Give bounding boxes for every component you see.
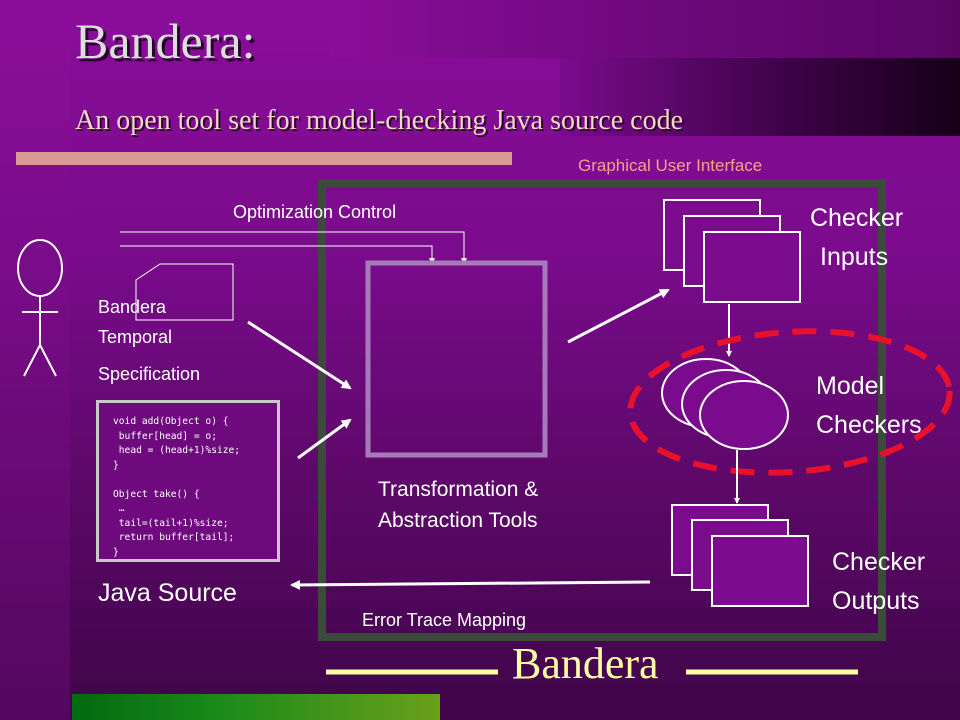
spec-label-line-3: Specification: [98, 364, 201, 384]
code-line: …: [113, 503, 125, 514]
spec-to-tools-arrow: [247, 320, 352, 390]
checker-inputs-pages-icon: [663, 199, 801, 303]
gui-label: Graphical User Interface: [578, 156, 763, 175]
model-checkers-line-2: Checkers: [816, 411, 922, 439]
transform-label-line-2: Abstraction Tools: [378, 509, 538, 532]
transformation-tool-box: [365, 260, 548, 458]
code-line: buffer[head] = o;: [113, 430, 217, 442]
java-code-box: void add(Object o) { buffer[head] = o; h…: [96, 400, 280, 562]
java-source-label: Java Source: [98, 579, 237, 607]
error-trace-arrow: [290, 579, 651, 590]
code-line: return buffer[tail];: [113, 532, 235, 543]
slide-title: Bandera:: [75, 13, 256, 69]
gui-frame: [318, 179, 886, 641]
header-dark-band: [560, 58, 960, 136]
code-line: }: [113, 546, 119, 558]
code-line: tail=(tail+1)%size;: [113, 517, 229, 529]
transform-label: Transformation & Abstraction Tools: [378, 474, 538, 536]
checker-inputs-line-1: Checker: [810, 204, 904, 232]
model-checkers-dashed-outline: [627, 328, 953, 476]
footer-green-bar: [72, 694, 440, 720]
checker-outputs-pages-icon: [671, 504, 809, 607]
slide-subtitle: An open tool set for model-checking Java…: [75, 105, 684, 136]
bandera-brand: Bandera: [512, 639, 659, 688]
user-stick-figure-icon: [17, 239, 63, 377]
source-to-tools-arrow: [297, 418, 352, 460]
java-code-text: void add(Object o) { buffer[head] = o; h…: [99, 403, 277, 560]
error-trace-label: Error Trace Mapping: [362, 610, 527, 630]
header-band: [330, 0, 960, 58]
code-line: void add(Object o) {: [113, 416, 229, 427]
optimization-control-lines: [120, 231, 467, 264]
left-strip: [0, 0, 70, 720]
model-checkers-icon: [661, 358, 789, 450]
spec-label-line-1: Bandera: [98, 297, 167, 317]
code-line: [113, 473, 277, 488]
title-rule: [16, 152, 512, 165]
optimization-label: Optimization Control: [233, 202, 397, 222]
code-line: head = (head+1)%size;: [113, 445, 241, 456]
transform-label-line-1: Transformation &: [378, 478, 539, 501]
tools-to-inputs-arrow: [567, 288, 670, 344]
checker-outputs-line-1: Checker: [832, 548, 926, 576]
code-line: }: [113, 459, 119, 471]
checker-inputs-line-2: Inputs: [820, 243, 889, 271]
checker-outputs-line-2: Outputs: [832, 587, 920, 615]
spec-document-icon: [135, 263, 234, 321]
model-checkers-line-1: Model: [816, 372, 885, 400]
code-line: Object take() {: [113, 488, 200, 500]
spec-label-line-2: Temporal: [98, 327, 173, 347]
